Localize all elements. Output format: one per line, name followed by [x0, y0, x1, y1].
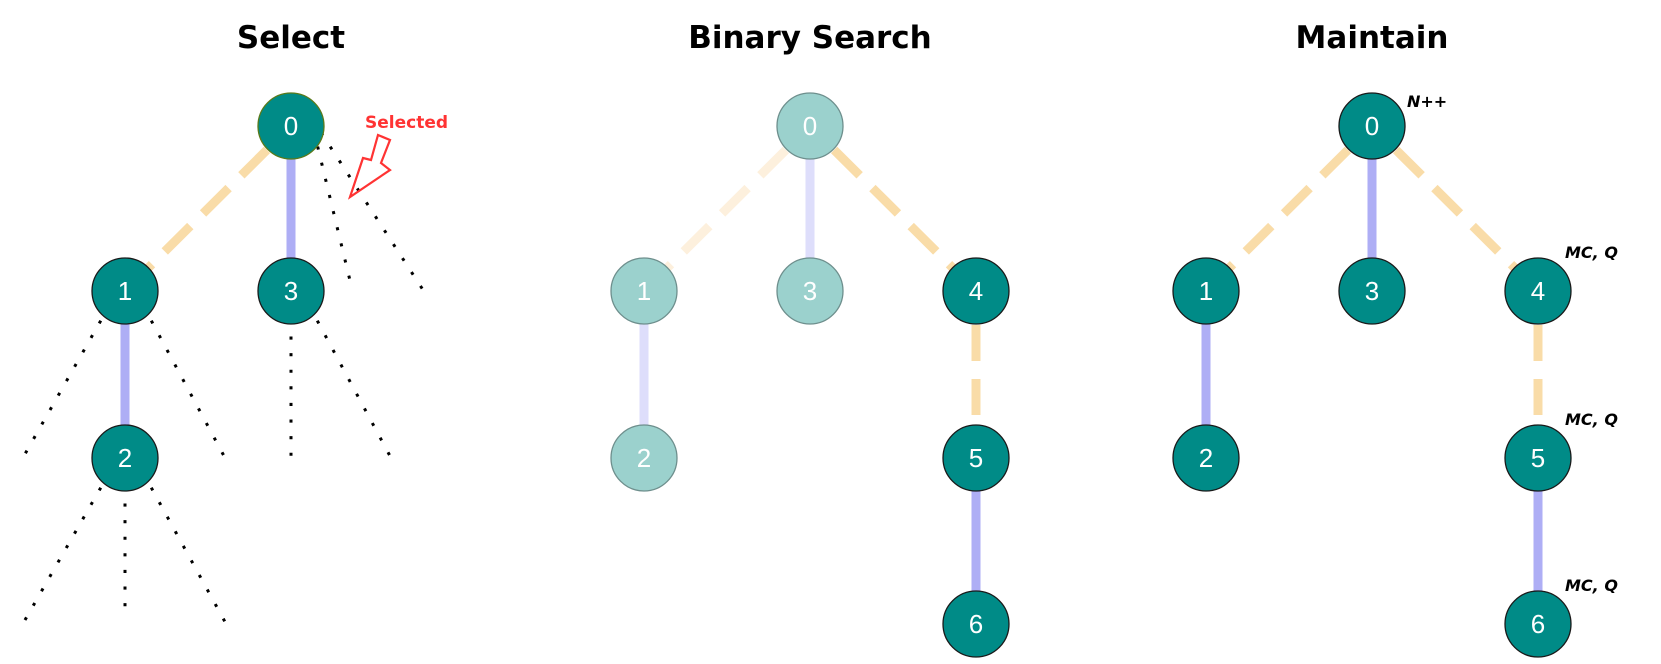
node-circle	[776, 257, 844, 325]
node-label: 3	[1365, 276, 1379, 306]
hollow-arrow-down-left-icon	[347, 133, 392, 200]
node-label: 1	[118, 276, 132, 306]
node-circle	[1338, 92, 1406, 160]
edge-binary-search-0-4	[806, 122, 980, 295]
node-label: 1	[1199, 276, 1213, 306]
node-select-0: 0	[257, 92, 325, 160]
node-circle	[610, 257, 678, 325]
edge-select-0-1	[121, 122, 295, 295]
node-circle	[942, 424, 1010, 492]
node-maintain-2: 2	[1172, 424, 1240, 492]
tree-nodes: 0 1 3 2 0 1 3 4 2 5 6 0 1 3 4 2 5 6	[91, 92, 1572, 658]
node-binary-search-4: 4	[942, 257, 1010, 325]
edge-maintain-0-4	[1368, 122, 1542, 295]
node-label: 4	[1531, 276, 1545, 306]
node-circle	[1338, 257, 1406, 325]
unexpanded-branch-dotted-line	[319, 131, 428, 296]
unexpanded-branches	[22, 131, 428, 623]
node-maintain-4: 4	[1504, 257, 1572, 325]
node-label: 3	[803, 276, 817, 306]
node-label: 0	[803, 111, 817, 141]
node-circle	[257, 92, 325, 160]
node-circle	[1504, 257, 1572, 325]
unexpanded-branch-dotted-line	[22, 319, 103, 457]
unexpanded-branch-dotted-line	[316, 146, 355, 295]
node-label: 0	[1365, 111, 1379, 141]
node-label: 2	[637, 443, 651, 473]
node-label: 3	[284, 276, 298, 306]
node-circle	[1504, 590, 1572, 658]
edge-maintain-0-1	[1202, 122, 1376, 295]
node-circle	[1172, 424, 1240, 492]
panel-title-maintain: Maintain	[1296, 20, 1449, 56]
node-label: 0	[284, 111, 298, 141]
node-binary-search-0: 0	[776, 92, 844, 160]
node-binary-search-6: 6	[942, 590, 1010, 658]
node-maintain-6: 6	[1504, 590, 1572, 658]
node-binary-search-2: 2	[610, 424, 678, 492]
node-annotation: MC, Q	[1565, 243, 1618, 262]
node-circle	[257, 257, 325, 325]
node-annotation: MC, Q	[1565, 576, 1618, 595]
node-maintain-1: 1	[1172, 257, 1240, 325]
node-label: 6	[1531, 609, 1545, 639]
panel-title-select: Select	[237, 20, 345, 56]
node-select-3: 3	[257, 257, 325, 325]
panel-title-binary-search: Binary Search	[688, 20, 932, 56]
node-circle	[1172, 257, 1240, 325]
node-annotation: MC, Q	[1565, 410, 1618, 429]
unexpanded-branch-dotted-line	[22, 486, 103, 623]
node-circle	[91, 424, 159, 492]
annotations: Select Binary Search Maintain Selected N…	[237, 20, 1618, 595]
unexpanded-branch-dotted-line	[149, 486, 227, 623]
node-circle	[942, 590, 1010, 658]
unexpanded-branch-dotted-line	[315, 319, 393, 459]
node-binary-search-1: 1	[610, 257, 678, 325]
node-maintain-0: 0	[1338, 92, 1406, 160]
node-annotation: N++	[1407, 92, 1447, 111]
node-maintain-3: 3	[1338, 257, 1406, 325]
node-binary-search-5: 5	[942, 424, 1010, 492]
unexpanded-branch-dotted-line	[149, 319, 227, 459]
selected-annotation: Selected	[365, 113, 448, 133]
node-select-2: 2	[91, 424, 159, 492]
node-binary-search-3: 3	[776, 257, 844, 325]
node-circle	[610, 424, 678, 492]
node-circle	[1504, 424, 1572, 492]
node-label: 1	[637, 276, 651, 306]
node-select-1: 1	[91, 257, 159, 325]
node-circle	[776, 92, 844, 160]
node-label: 2	[118, 443, 132, 473]
node-label: 5	[1531, 443, 1545, 473]
tree-edges	[120, 122, 1543, 624]
edge-binary-search-0-1	[640, 122, 814, 295]
node-circle	[942, 257, 1010, 325]
node-label: 6	[969, 609, 983, 639]
node-circle	[91, 257, 159, 325]
node-label: 2	[1199, 443, 1213, 473]
node-label: 4	[969, 276, 983, 306]
node-label: 5	[969, 443, 983, 473]
node-maintain-5: 5	[1504, 424, 1572, 492]
